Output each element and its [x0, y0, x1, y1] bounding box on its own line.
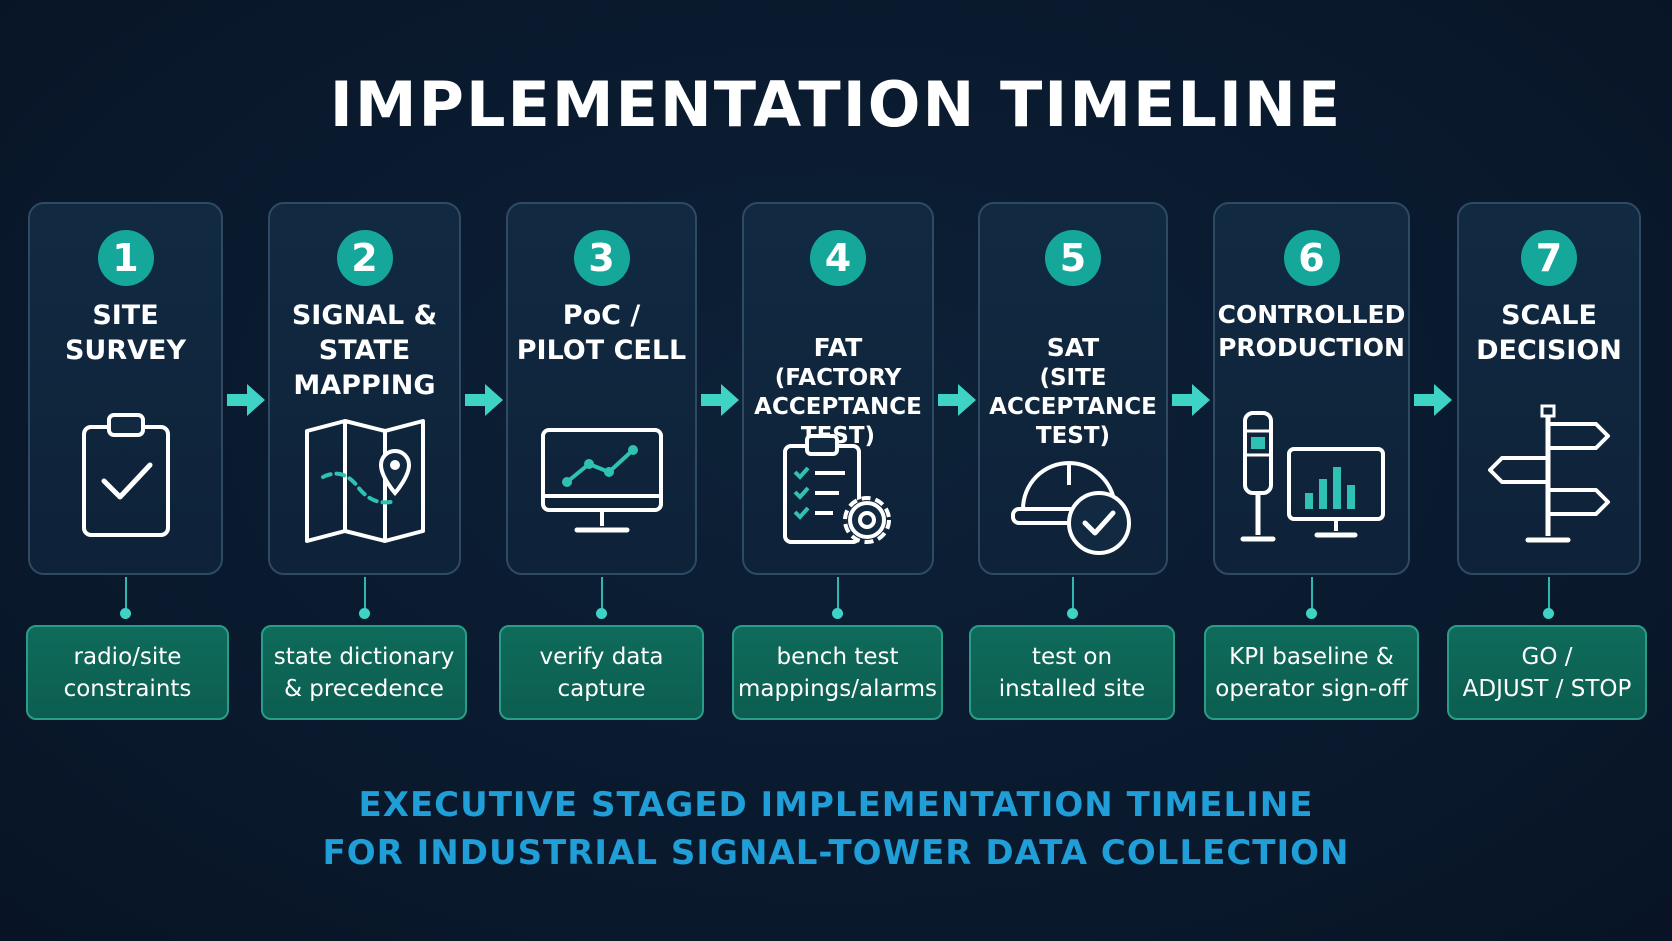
step-card-5: 5 SAT (SITE ACCEPTANCE TEST) — [978, 202, 1168, 575]
step-title-main: FAT — [813, 333, 863, 362]
footer-line-2: FOR INDUSTRIAL SIGNAL-TOWER DATA COLLECT… — [322, 833, 1350, 873]
step-subtitle: (SITE ACCEPTANCE TEST) — [989, 365, 1157, 449]
arrow-right-icon — [701, 384, 739, 416]
arrow-right-icon — [1414, 384, 1452, 416]
step-note-1: radio/site constraints — [26, 625, 229, 720]
connector-dot — [832, 608, 843, 619]
connector-dot — [1543, 608, 1554, 619]
step-number-badge: 4 — [810, 230, 866, 286]
arrow-right-icon — [227, 384, 265, 416]
step-note-7: GO / ADJUST / STOP — [1447, 625, 1647, 720]
arrow-right-icon — [465, 384, 503, 416]
step-note-4: bench test mappings/alarms — [732, 625, 943, 720]
step-title: SAT (SITE ACCEPTANCE TEST) — [980, 298, 1166, 484]
connector-dot — [1306, 608, 1317, 619]
step-number-badge: 3 — [573, 230, 630, 286]
hardhat-check-icon — [1011, 461, 1131, 555]
step-card-3: 3 PoC / PILOT CELL — [506, 202, 697, 575]
clipboard-check-icon — [81, 413, 170, 537]
step-title: SCALE DECISION — [1476, 300, 1622, 366]
step-note-6: KPI baseline & operator sign-off — [1204, 625, 1419, 720]
connector-dot — [359, 608, 370, 619]
signal-tower-dashboard-icon — [1240, 411, 1385, 542]
arrow-right-icon — [938, 384, 976, 416]
step-title-main: SAT — [1046, 333, 1100, 362]
step-number-badge: 5 — [1045, 230, 1101, 286]
step-number-badge: 2 — [336, 230, 393, 286]
monitor-chart-icon — [540, 428, 663, 533]
connector-line — [1548, 577, 1550, 609]
footer-line-1: EXECUTIVE STAGED IMPLEMENTATION TIMELINE — [358, 785, 1314, 825]
connector-dot — [120, 608, 131, 619]
connector-line — [1072, 577, 1074, 609]
step-note-5: test on installed site — [969, 625, 1175, 720]
connector-line — [837, 577, 839, 609]
step-note-2: state dictionary & precedence — [261, 625, 467, 720]
step-title: SITE SURVEY — [64, 300, 187, 366]
step-title: CONTROLLED PRODUCTION — [1217, 300, 1406, 362]
step-title: PoC / PILOT CELL — [516, 300, 687, 366]
page-title: IMPLEMENTATION TIMELINE — [329, 68, 1343, 141]
signpost-icon — [1488, 404, 1610, 543]
arrow-right-icon — [1172, 384, 1210, 416]
step-card-1: 1 SITE SURVEY — [28, 202, 223, 575]
step-number-badge: 7 — [1521, 230, 1577, 286]
connector-line — [1311, 577, 1313, 609]
connector-line — [601, 577, 603, 609]
connector-dot — [596, 608, 607, 619]
map-pin-icon — [304, 419, 425, 543]
connector-line — [125, 577, 127, 609]
step-number-badge: 1 — [97, 230, 154, 286]
step-card-4: 4 FAT (FACTORY ACCEPTANCE TEST) — [742, 202, 934, 575]
step-card-2: 2 SIGNAL & STATE MAPPING — [268, 202, 461, 575]
connector-dot — [1067, 608, 1078, 619]
step-title: FAT (FACTORY ACCEPTANCE TEST) — [744, 298, 932, 484]
step-card-6: 6 CONTROLLED PRODUCTION — [1213, 202, 1410, 575]
connector-line — [364, 577, 366, 609]
step-card-7: 7 SCALE DECISION — [1457, 202, 1641, 575]
step-title: SIGNAL & STATE MAPPING — [291, 300, 438, 401]
checklist-gear-icon — [783, 434, 891, 544]
step-note-3: verify data capture — [499, 625, 704, 720]
step-number-badge: 6 — [1283, 230, 1340, 286]
